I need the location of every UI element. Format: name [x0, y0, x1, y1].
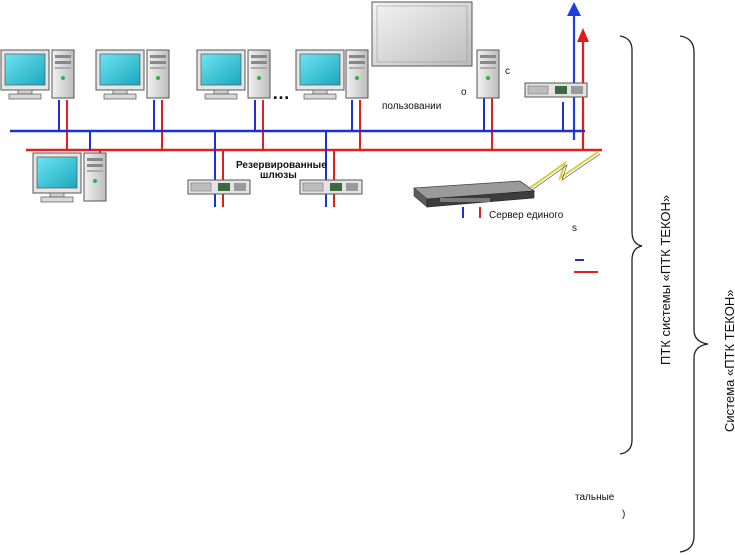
pc-tower-icon — [51, 49, 75, 99]
bottom-fragment-1: тальные — [575, 492, 615, 503]
outer-brace — [679, 35, 709, 553]
monitor-icon — [295, 49, 345, 100]
pc-tower-icon — [247, 49, 271, 99]
ellipsis-label: … — [272, 83, 290, 103]
inner-brace — [619, 35, 643, 455]
bottom-fragment-2: ) — [622, 509, 626, 520]
workstation-5 — [32, 152, 107, 203]
monitor-icon — [32, 152, 82, 203]
workstation-1 — [0, 49, 75, 100]
monitor-icon — [95, 49, 145, 100]
server-cabinet-icon — [371, 1, 473, 67]
monitor-icon — [196, 49, 246, 100]
s-fragment-label: s — [572, 223, 577, 234]
rack-unit — [412, 180, 536, 208]
server-tower-icon — [476, 49, 500, 99]
inner-brace-label: ПТК системы «ПТК ТЕКОН» — [658, 194, 673, 365]
rack-gateway-icon — [187, 179, 251, 195]
workstation-3 — [196, 49, 271, 100]
server-fragment-c: с — [505, 66, 510, 77]
server-fragment-o: о — [461, 87, 467, 98]
single-server-label: Сервер единого — [489, 210, 564, 221]
pc-tower-icon — [146, 49, 170, 99]
redundant-gateways-label-1: Резервированные — [236, 160, 327, 171]
wireless-link-icon — [529, 151, 599, 189]
outer-brace-label: Система «ПТК ТЕКОН» — [722, 289, 735, 432]
top-drops — [58, 98, 564, 150]
shared-use-label: пользовании — [382, 101, 442, 112]
redundant-gateways-label-2: шлюзы — [260, 170, 297, 181]
pc-tower-icon — [83, 152, 107, 202]
pc-tower-icon — [345, 49, 369, 99]
rack-gateway-icon — [524, 82, 588, 98]
monitor-icon — [0, 49, 50, 100]
uplink-arrows — [567, 2, 589, 150]
rack-gateway-icon — [299, 179, 363, 195]
workstation-2 — [95, 49, 170, 100]
arrow-up-blue-icon — [567, 2, 581, 16]
workstation-4 — [295, 49, 369, 100]
server-cabinet — [371, 1, 473, 67]
arrow-up-red-icon — [577, 28, 589, 42]
